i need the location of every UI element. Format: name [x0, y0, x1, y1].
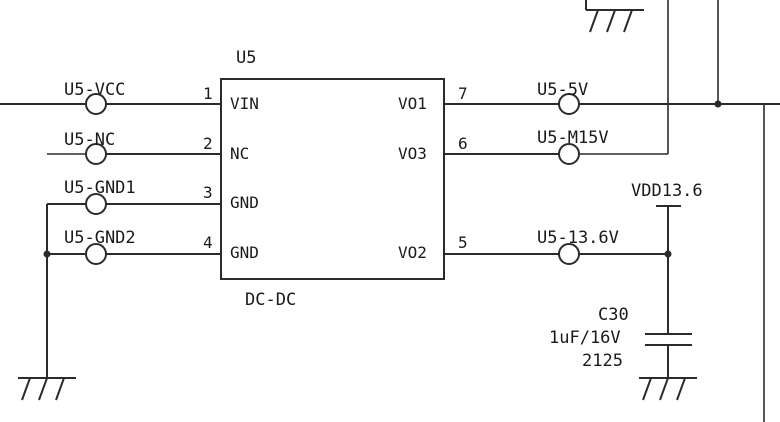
pin-7-name: VO1 [398, 94, 427, 113]
testpoint-13v6-label: U5-13.6V [537, 228, 619, 248]
testpoint-13v6 [558, 243, 580, 265]
ic-value: DC-DC [245, 290, 296, 310]
junction-gnd-left [43, 250, 51, 258]
testpoint-gnd1 [85, 193, 107, 215]
pin-6-name: VO3 [398, 144, 427, 163]
pin-7-number: 7 [458, 84, 468, 103]
pin-2-number: 2 [203, 134, 213, 153]
capacitor-value: 1uF/16V [549, 328, 621, 348]
ground-left-icon [18, 377, 76, 401]
pin-4-name: GND [230, 243, 259, 262]
ground-capacitor-icon [639, 377, 697, 401]
capacitor-refdes: C30 [598, 305, 629, 325]
pin-1-name: VIN [230, 94, 259, 113]
pin-2-name: NC [230, 144, 249, 163]
testpoint-vcc-label: U5-VCC [64, 80, 125, 100]
pin-1-number: 1 [203, 84, 213, 103]
testpoint-nc [85, 143, 107, 165]
pin-4-number: 4 [203, 233, 213, 252]
ic-refdes: U5 [236, 48, 256, 68]
testpoint-5v-label: U5-5V [537, 80, 588, 100]
pin-3-name: GND [230, 193, 259, 212]
testpoint-m15v [558, 143, 580, 165]
testpoint-vcc [85, 93, 107, 115]
testpoint-gnd1-label: U5-GND1 [64, 178, 136, 198]
ic-body [220, 78, 445, 280]
pin-3-number: 3 [203, 183, 213, 202]
junction-5v [714, 100, 722, 108]
capacitor-package: 2125 [582, 351, 623, 371]
power-label: VDD13.6 [631, 181, 703, 201]
testpoint-m15v-label: U5-M15V [537, 128, 609, 148]
testpoint-gnd2 [85, 243, 107, 265]
ground-top-icon [585, 0, 644, 33]
pin-5-number: 5 [458, 233, 468, 252]
testpoint-gnd2-label: U5-GND2 [64, 228, 136, 248]
testpoint-nc-label: U5-NC [64, 130, 115, 150]
pin-5-name: VO2 [398, 243, 427, 262]
testpoint-5v [558, 93, 580, 115]
pin-6-number: 6 [458, 134, 468, 153]
